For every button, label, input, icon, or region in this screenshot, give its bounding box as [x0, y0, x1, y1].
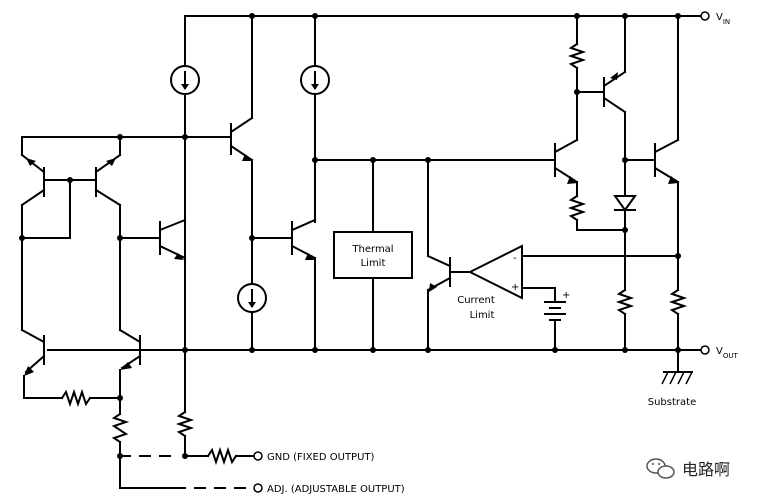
gnd-output: GND (FIXED OUTPUT) — [119, 446, 375, 466]
transistor-current-limit — [426, 254, 471, 351]
thermal-limit-label-1: Thermal — [351, 244, 393, 255]
current-source-3 — [300, 15, 330, 223]
vin-label: VIN — [716, 12, 730, 26]
current-limit-label-2: Limit — [470, 310, 495, 321]
opamp-minus-label: - — [513, 253, 517, 264]
mirror-transistor-left — [20, 153, 71, 207]
adj-label: ADJ. (ADJUSTABLE OUTPUT) — [267, 484, 405, 495]
bias-column — [175, 95, 195, 457]
current-source-2 — [237, 283, 267, 313]
adj-output: ADJ. (ADJUSTABLE OUTPUT) — [119, 483, 405, 495]
resistor-r1 — [60, 388, 121, 408]
mirror-top-rail — [21, 136, 186, 156]
transistor-darlington-1 — [184, 15, 254, 351]
transistor-output — [624, 15, 688, 351]
watermark-text: 电路啊 — [682, 460, 730, 479]
transistor-darlington-2 — [251, 218, 317, 351]
opamp-plus-label: + — [511, 282, 519, 293]
wechat-icon — [646, 458, 675, 479]
vin-terminal: VIN — [700, 11, 730, 26]
gnd-label: GND (FIXED OUTPUT) — [267, 452, 375, 463]
substrate-ground: Substrate — [648, 349, 696, 408]
vout-label: VOUT — [716, 346, 738, 360]
current-limit-opamp: - + Current Limit — [457, 244, 679, 321]
current-source-1 — [170, 65, 200, 95]
diode — [613, 195, 637, 351]
thermal-limit-block: Thermal Limit — [333, 231, 413, 279]
transistor-lower-mid — [118, 328, 142, 370]
adj-branch — [111, 369, 130, 489]
transistor-lower-left — [20, 328, 63, 399]
transistor-pnp-top — [576, 15, 627, 195]
mirror-wires — [21, 179, 161, 331]
control-bus — [314, 159, 556, 351]
current-limit-label-1: Current — [457, 295, 495, 306]
junction-dots — [19, 13, 681, 459]
substrate-label: Substrate — [648, 397, 696, 408]
thermal-limit-label-2: Limit — [361, 258, 386, 269]
watermark: 电路啊 — [646, 458, 730, 479]
battery-plus-label: + — [562, 290, 570, 301]
transistor-center-left — [158, 218, 187, 260]
mirror-transistor-right — [69, 153, 122, 207]
vout-terminal: VOUT — [700, 345, 738, 360]
pass-transistor-driver — [553, 15, 626, 231]
vin-rail — [184, 15, 701, 67]
battery-reference: + — [544, 287, 570, 351]
